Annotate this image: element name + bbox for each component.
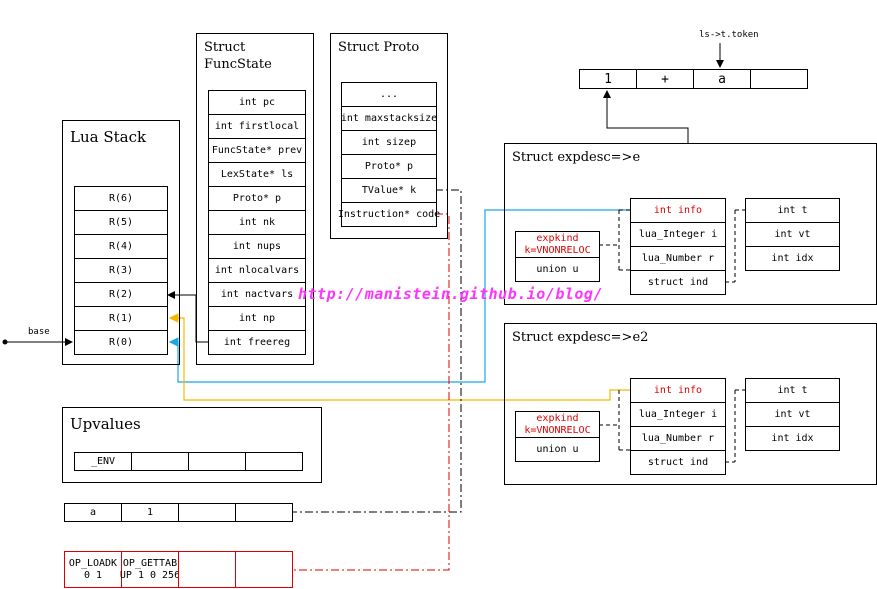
union-u-cell: union u [515,257,600,282]
proto-title: Struct Proto [338,40,420,55]
funcstate-field: int firstlocal [208,114,306,139]
expdesc-e-title: Struct expdesc=>e [512,150,641,165]
union-field: lua_Number r [630,246,726,271]
proto-field: ... [341,82,437,107]
funcstate-field: LexState* ls [208,162,306,187]
expkind-cell: expkind k=VNONRELOC [515,231,600,258]
upvalue-cell [131,452,189,471]
funcstate-title: Struct FuncState [204,40,272,72]
constant-cell: 1 [121,503,179,522]
token-cell: a [693,69,751,89]
proto-panel: Struct Proto [330,33,448,239]
union-field: int info [630,198,726,223]
funcstate-field: int np [208,306,306,331]
base-label: base [28,327,50,337]
funcstate-panel: Struct FuncState [196,33,314,365]
stack-slot: R(4) [74,234,168,259]
constant-cell: a [64,503,122,522]
yellow-link [168,313,630,401]
watermark: http://manistein.github.io/blog/ [298,285,603,303]
ind-field: int vt [745,402,840,427]
upvalues-panel: Upvalues [62,407,322,483]
union-field: lua_Number r [630,426,726,451]
ind-field: int idx [745,246,840,271]
funcstate-field: FuncState* prev [208,138,306,163]
expdesc-token-arrow [603,90,689,143]
lua-stack-title: Lua Stack [70,128,147,146]
token-label: ls->t.token [699,30,759,40]
code-link [290,213,450,571]
union-field: lua_Integer i [630,222,726,247]
stack-slot: R(3) [74,258,168,283]
expdesc-e2-title: Struct expdesc=>e2 [512,330,649,345]
upvalue-cell: _ENV [74,452,132,471]
stack-slot: R(6) [74,186,168,211]
stack-slot: R(0) [74,330,168,355]
instruction-cell [235,551,293,588]
token-cell: 1 [579,69,637,89]
funcstate-field: int pc [208,90,306,115]
token-cell: + [636,69,694,89]
proto-field: Instruction* code [338,202,440,227]
proto-field: int maxstacksize [341,106,437,131]
constant-cell [235,503,293,522]
union-u-cell: union u [515,437,600,462]
proto-field: Proto* p [341,154,437,179]
stack-slot: R(5) [74,210,168,235]
ind-field: int vt [745,222,840,247]
blue-link [168,209,630,383]
upvalue-cell [245,452,303,471]
upvalue-cell [188,452,246,471]
funcstate-field: int nups [208,234,306,259]
union-field: lua_Integer i [630,402,726,427]
ind-field: int t [745,378,840,403]
instruction-cell: OP_GETTAB UP 1 0 256 [120,551,180,588]
lua-stack-panel: Lua Stack [62,120,180,365]
upvalues-title: Upvalues [70,415,141,433]
funcstate-field: int nlocalvars [208,258,306,283]
stack-slot: R(1) [74,306,168,331]
proto-field: TValue* k [341,178,437,203]
expdesc-e-panel: Struct expdesc=>e [504,143,877,305]
instruction-cell [178,551,236,588]
instruction-cell: OP_LOADK 0 1 [64,551,122,588]
expkind-cell: expkind k=VNONRELOC [515,411,600,438]
ind-field: int idx [745,426,840,451]
k-link [290,189,462,513]
stack-slot: R(2) [74,282,168,307]
funcstate-field: int nk [208,210,306,235]
union-field: int info [630,378,726,403]
proto-field: int sizep [341,130,437,155]
constant-cell [178,503,236,522]
funcstate-field: int nactvars [208,282,306,307]
funcstate-field: int freereg [208,330,306,355]
union-field: struct ind [630,450,726,475]
funcstate-field: Proto* p [208,186,306,211]
token-cell [750,69,808,89]
union-field: struct ind [630,270,726,295]
ind-field: int t [745,198,840,223]
